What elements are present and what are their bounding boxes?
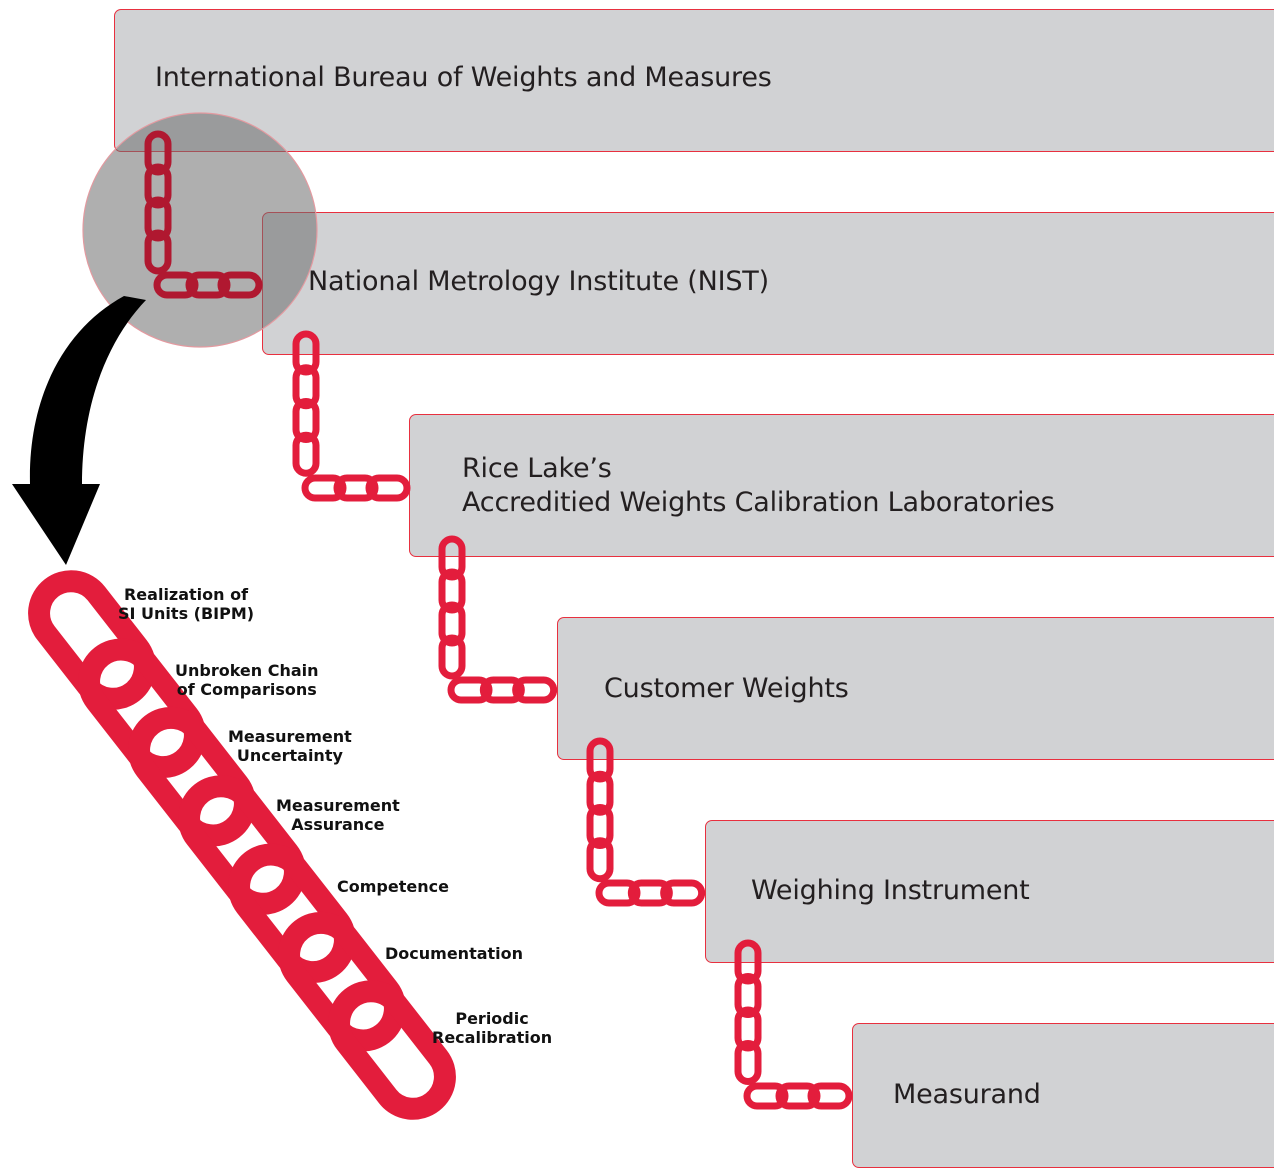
- level-box-weighing-instrument: [705, 820, 1274, 963]
- connector-chain-5: [738, 943, 849, 1106]
- chain-label-recalibration-line1: Periodic: [455, 1009, 529, 1028]
- label-rice-lake-line2: Accreditied Weights Calibration Laborato…: [462, 487, 1055, 518]
- label-rice-lake-line1: Rice Lake’s: [462, 453, 612, 484]
- label-customer-weights: Customer Weights: [604, 673, 849, 704]
- chain-label-documentation: Documentation: [385, 944, 523, 963]
- chain-label-assurance-line1: Measurement: [276, 796, 400, 815]
- chain-label-si-units: Realization of SI Units (BIPM): [118, 585, 254, 623]
- traceability-chain-link-7: [328, 980, 456, 1120]
- traceability-chain: [28, 570, 456, 1120]
- chain-label-si-units-line2: SI Units (BIPM): [118, 604, 255, 623]
- label-measurand: Measurand: [893, 1079, 1041, 1110]
- traceability-chain-link-1: [28, 570, 156, 710]
- chain-label-documentation-line1: Documentation: [385, 944, 524, 963]
- traceability-chain-link-4: [178, 775, 306, 915]
- label-nist: National Metrology Institute (NIST): [308, 266, 769, 297]
- label-rice-lake: Rice Lake’s Accreditied Weights Calibrat…: [462, 452, 1055, 520]
- level-box-measurand: [852, 1023, 1274, 1168]
- connector-chain-4: [590, 741, 702, 903]
- chain-label-comparisons: Unbroken Chain of Comparisons: [175, 661, 319, 699]
- curved-arrow: [12, 296, 146, 565]
- level-box-rice-lake: [409, 414, 1274, 557]
- chain-label-recalibration-line2: Recalibration: [432, 1028, 553, 1047]
- chain-label-uncertainty-line1: Measurement: [228, 727, 352, 746]
- label-weighing-instrument: Weighing Instrument: [751, 875, 1030, 906]
- chain-label-competence-line1: Competence: [337, 877, 449, 896]
- chain-label-assurance-line2: Assurance: [291, 815, 385, 834]
- chain-label-recalibration: Periodic Recalibration: [432, 1009, 552, 1047]
- connector-chain-3: [442, 539, 554, 700]
- traceability-chain-link-5: [228, 843, 356, 984]
- chain-label-uncertainty-line2: Uncertainty: [236, 746, 343, 765]
- level-box-customer-weights: [557, 617, 1274, 760]
- chain-label-uncertainty: Measurement Uncertainty: [228, 727, 352, 765]
- level-box-bipm: [114, 9, 1274, 152]
- level-box-nist: [262, 212, 1274, 355]
- label-bipm: International Bureau of Weights and Meas…: [155, 62, 772, 93]
- chain-label-assurance: Measurement Assurance: [276, 796, 400, 834]
- chain-label-comparisons-line2: of Comparisons: [176, 680, 317, 699]
- chain-label-si-units-line1: Realization of: [123, 585, 249, 604]
- traceability-chain-link-6: [278, 911, 406, 1052]
- chain-label-comparisons-line1: Unbroken Chain: [175, 661, 319, 680]
- traceability-chain-link-3: [128, 706, 256, 847]
- connector-chain-2: [296, 334, 407, 498]
- traceability-chain-link-2: [78, 638, 206, 779]
- chain-label-competence: Competence: [337, 877, 449, 896]
